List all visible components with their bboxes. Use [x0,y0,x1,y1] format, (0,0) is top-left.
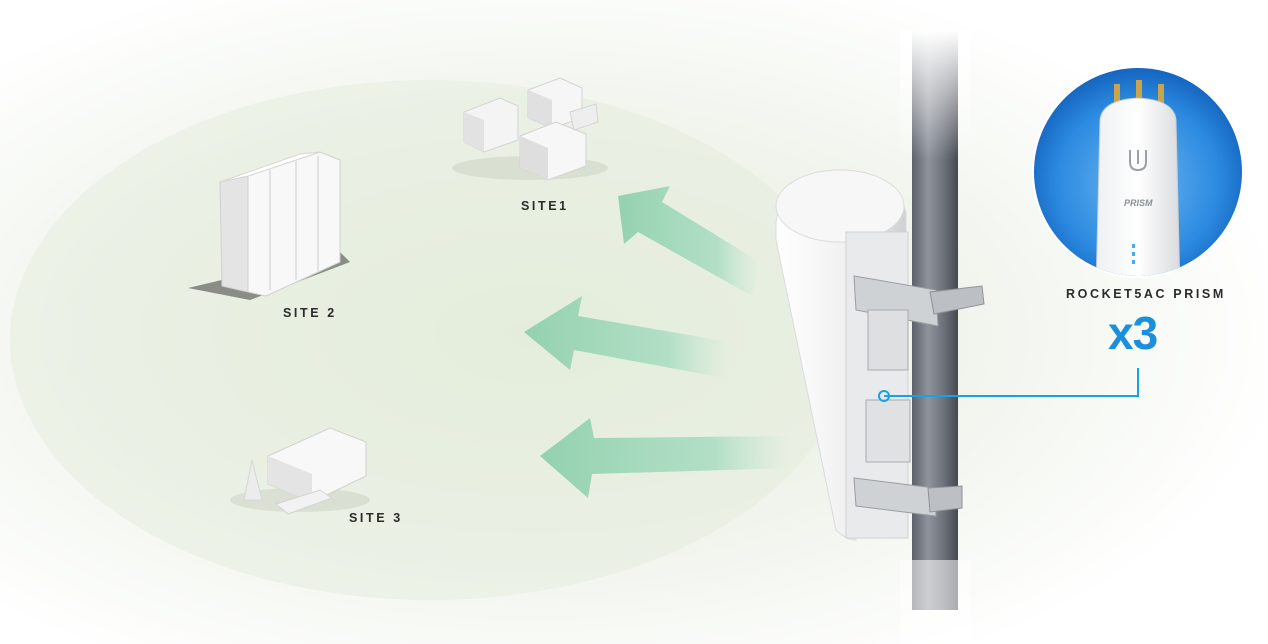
callout-line [878,368,1139,402]
site3-building [230,427,370,515]
antenna-brackets [853,275,985,517]
site2-label: SITE 2 [283,306,337,320]
device-count-label: x3 [1108,307,1158,359]
device-badge-text: PRISM [1124,198,1153,208]
signal-arrow-site1 [618,186,760,296]
signal-arrow-site3 [540,418,790,498]
device-name-label: ROCKET5AC PRISM [1066,287,1226,301]
site1-label: SITE1 [521,199,569,213]
ground-shadow [10,80,850,600]
site1-buildings [452,77,608,181]
site3-label: SITE 3 [349,511,403,525]
device-badge: PRISM [1032,66,1244,278]
ubiquiti-logo-icon [1129,150,1147,172]
signal-arrow-site2 [524,296,730,378]
site2-building [188,151,350,300]
